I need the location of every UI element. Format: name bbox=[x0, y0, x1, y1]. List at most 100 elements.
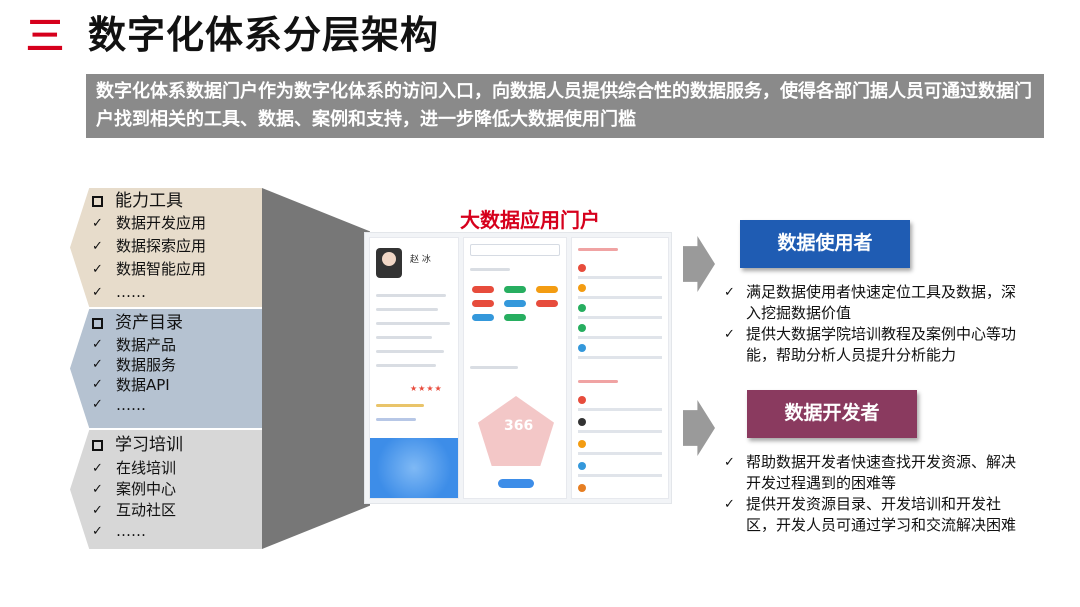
tag-pill bbox=[536, 286, 558, 293]
list-item: ✓满足数据使用者快速定位工具及数据，深入挖掘数据价值 bbox=[724, 283, 1017, 322]
rank-icon bbox=[578, 440, 586, 448]
arrow-right-icon bbox=[683, 400, 715, 456]
profile-line bbox=[376, 294, 446, 297]
check-icon: ✓ bbox=[92, 239, 103, 254]
panel-learning-training: 学习培训 ✓在线培训 ✓案例中心 ✓互动社区 ✓…… bbox=[70, 430, 262, 549]
panel-capability-tools: 能力工具 ✓数据开发应用 ✓数据探索应用 ✓数据智能应用 ✓…… bbox=[70, 188, 262, 307]
check-icon: ✓ bbox=[92, 397, 103, 412]
profile-line bbox=[376, 364, 436, 367]
list-item: ✓…… bbox=[92, 396, 146, 414]
check-icon: ✓ bbox=[92, 461, 103, 476]
profile-line bbox=[376, 308, 438, 311]
tag-pill bbox=[472, 314, 494, 321]
profile-line bbox=[376, 404, 424, 407]
profile-line bbox=[376, 418, 416, 421]
rating-stars: ★★★★ bbox=[410, 384, 443, 393]
rank-row bbox=[578, 474, 662, 477]
list-item: ✓数据探索应用 bbox=[92, 235, 258, 258]
arrow-right-icon bbox=[683, 236, 715, 292]
intro-text: 数字化体系数据门户作为数字化体系的访问入口，向数据人员提供综合性的数据服务，使得… bbox=[86, 74, 1044, 138]
list-item: ✓数据服务 bbox=[92, 356, 177, 374]
check-icon: ✓ bbox=[92, 357, 103, 372]
page-title: 数字化体系分层架构 bbox=[88, 13, 440, 57]
radar-score: 366 bbox=[504, 418, 534, 434]
rank-icon bbox=[578, 418, 586, 426]
profile-column: 赵 冰 ★★★★ bbox=[369, 237, 459, 499]
role-data-user-desc: ✓满足数据使用者快速定位工具及数据，深入挖掘数据价值 ✓提供大数据学院培训教程及… bbox=[724, 282, 1024, 366]
tag-pill bbox=[472, 300, 494, 307]
tag-pill bbox=[504, 314, 526, 321]
check-icon: ✓ bbox=[724, 455, 735, 470]
profile-line bbox=[376, 336, 432, 339]
check-icon: ✓ bbox=[92, 262, 103, 277]
funnel-connector bbox=[262, 188, 370, 549]
list-item: ✓帮助数据开发者快速查找开发资源、解决开发过程遇到的困难等 bbox=[724, 453, 1017, 492]
list-item: ✓数据智能应用 bbox=[92, 258, 258, 281]
check-icon: ✓ bbox=[92, 285, 103, 300]
check-icon: ✓ bbox=[92, 524, 103, 539]
tag-pill bbox=[472, 286, 494, 293]
promo-card bbox=[370, 438, 458, 498]
checkbox-icon bbox=[92, 439, 103, 451]
rank-icon bbox=[578, 484, 586, 492]
role-data-user: 数据使用者 bbox=[740, 220, 910, 268]
tag-pill bbox=[504, 286, 526, 293]
checkbox-icon bbox=[92, 195, 103, 207]
tags-column: 366 bbox=[463, 237, 567, 499]
ranking-column bbox=[571, 237, 669, 499]
rank-row bbox=[578, 296, 662, 299]
section-line bbox=[470, 268, 510, 271]
role-data-developer-desc: ✓帮助数据开发者快速查找开发资源、解决开发过程遇到的困难等 ✓提供开发资源目录、… bbox=[724, 452, 1024, 536]
list-item: ✓互动社区 bbox=[92, 501, 177, 519]
avatar bbox=[376, 248, 402, 278]
list-item: ✓数据API bbox=[92, 376, 170, 394]
section-line bbox=[470, 366, 518, 369]
rank-row bbox=[578, 430, 662, 433]
rank-icon bbox=[578, 304, 586, 312]
rank-icon bbox=[578, 396, 586, 404]
rank-row bbox=[578, 336, 662, 339]
portal-title: 大数据应用门户 bbox=[460, 208, 600, 232]
check-icon: ✓ bbox=[92, 482, 103, 497]
check-icon: ✓ bbox=[92, 216, 103, 231]
rank-icon bbox=[578, 462, 586, 470]
check-icon: ✓ bbox=[92, 503, 103, 518]
list-item: ✓数据产品 bbox=[92, 336, 177, 354]
profile-line bbox=[376, 350, 444, 353]
user-name: 赵 冰 bbox=[410, 255, 431, 265]
list-item: ✓…… bbox=[92, 281, 258, 304]
list-item: ✓提供大数据学院培训教程及案例中心等功能，帮助分析人员提升分析能力 bbox=[724, 325, 1017, 364]
panel-heading: 学习培训 bbox=[92, 432, 258, 458]
tag-pill bbox=[504, 300, 526, 307]
panel-heading: 资产目录 bbox=[92, 311, 258, 335]
panel-asset-catalog: 资产目录 ✓数据产品 ✓数据服务 ✓数据API ✓…… bbox=[70, 309, 262, 428]
rank-icon bbox=[578, 264, 586, 272]
rank-row bbox=[578, 356, 662, 359]
section-number: 三 bbox=[26, 14, 65, 58]
rank-icon bbox=[578, 284, 586, 292]
rank-icon bbox=[578, 324, 586, 332]
check-icon: ✓ bbox=[92, 377, 103, 392]
profile-line bbox=[376, 322, 450, 325]
panel-heading: 能力工具 bbox=[92, 190, 258, 212]
rank-row bbox=[578, 408, 662, 411]
list-item: ✓…… bbox=[92, 522, 146, 540]
rank-row bbox=[578, 276, 662, 279]
list-item: ✓提供开发资源目录、开发培训和开发社区，开发人员可通过学习和交流解决困难 bbox=[724, 495, 1017, 534]
check-icon: ✓ bbox=[724, 497, 735, 512]
list-item: ✓数据开发应用 bbox=[92, 212, 258, 235]
tag-pill bbox=[536, 300, 558, 307]
list-item: ✓案例中心 bbox=[92, 480, 177, 498]
check-icon: ✓ bbox=[724, 327, 735, 342]
view-button bbox=[498, 479, 534, 488]
section-line bbox=[578, 248, 618, 251]
rank-row bbox=[578, 316, 662, 319]
check-icon: ✓ bbox=[92, 337, 103, 352]
search-input bbox=[470, 244, 560, 256]
section-line bbox=[578, 380, 618, 383]
rank-icon bbox=[578, 344, 586, 352]
check-icon: ✓ bbox=[724, 285, 735, 300]
portal-screenshot: 赵 冰 ★★★★ 366 bbox=[364, 232, 672, 504]
list-item: ✓在线培训 bbox=[92, 459, 177, 477]
role-data-developer: 数据开发者 bbox=[747, 390, 917, 438]
